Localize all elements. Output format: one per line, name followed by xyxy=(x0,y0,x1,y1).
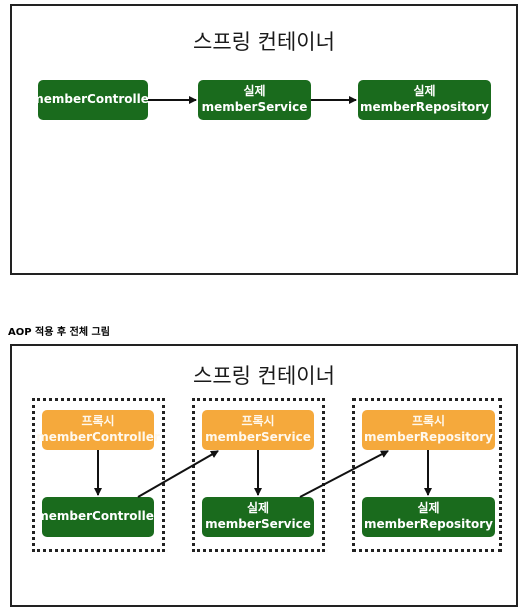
box-prefix: 프록시 xyxy=(411,414,446,429)
real-member-repository-box: 실제 memberRepository xyxy=(362,497,495,537)
proxy-member-controller-box: 프록시 memberController xyxy=(36,410,160,450)
controller-group xyxy=(32,398,165,552)
real-member-service-box: 실제 memberService xyxy=(198,80,311,120)
spring-container-after: 스프링 컨테이너 xyxy=(10,344,518,607)
proxy-member-repository-box: 프록시 memberRepository xyxy=(362,410,495,450)
box-label: memberService xyxy=(205,430,311,444)
box-label: memberRepository xyxy=(360,100,489,114)
box-label: memberController xyxy=(36,430,160,444)
box-prefix: 실제 xyxy=(413,84,436,99)
arrow-controller-to-proxy-service xyxy=(137,450,219,498)
box-prefix: 실제 xyxy=(243,84,266,99)
box-prefix: 실제 xyxy=(246,501,270,516)
spring-container-before: 스프링 컨테이너 xyxy=(10,4,518,275)
container-title: 스프링 컨테이너 xyxy=(193,30,335,54)
real-member-repository-box: 실제 memberRepository xyxy=(358,80,491,120)
real-member-service-box: 실제 memberService xyxy=(202,497,314,537)
box-label: memberController xyxy=(31,92,155,107)
box-label: memberRepository xyxy=(364,430,493,444)
repository-group xyxy=(352,398,502,552)
box-label: memberController xyxy=(36,509,160,524)
box-label: memberService xyxy=(205,517,311,531)
box-prefix: 프록시 xyxy=(81,414,115,429)
member-controller-box: memberController xyxy=(36,497,160,537)
box-prefix: 실제 xyxy=(417,501,440,516)
service-group xyxy=(192,398,325,552)
proxy-member-service-box: 프록시 memberService xyxy=(202,410,314,450)
container-title: 스프링 컨테이너 xyxy=(193,364,335,388)
section-caption: AOP 적용 후 전체 그림 xyxy=(8,327,110,338)
box-label: memberRepository xyxy=(364,517,493,531)
member-controller-box: memberController xyxy=(31,80,155,120)
arrow-service-to-proxy-repository xyxy=(299,450,389,498)
box-label: memberService xyxy=(201,100,308,114)
box-prefix: 프록시 xyxy=(241,414,275,429)
